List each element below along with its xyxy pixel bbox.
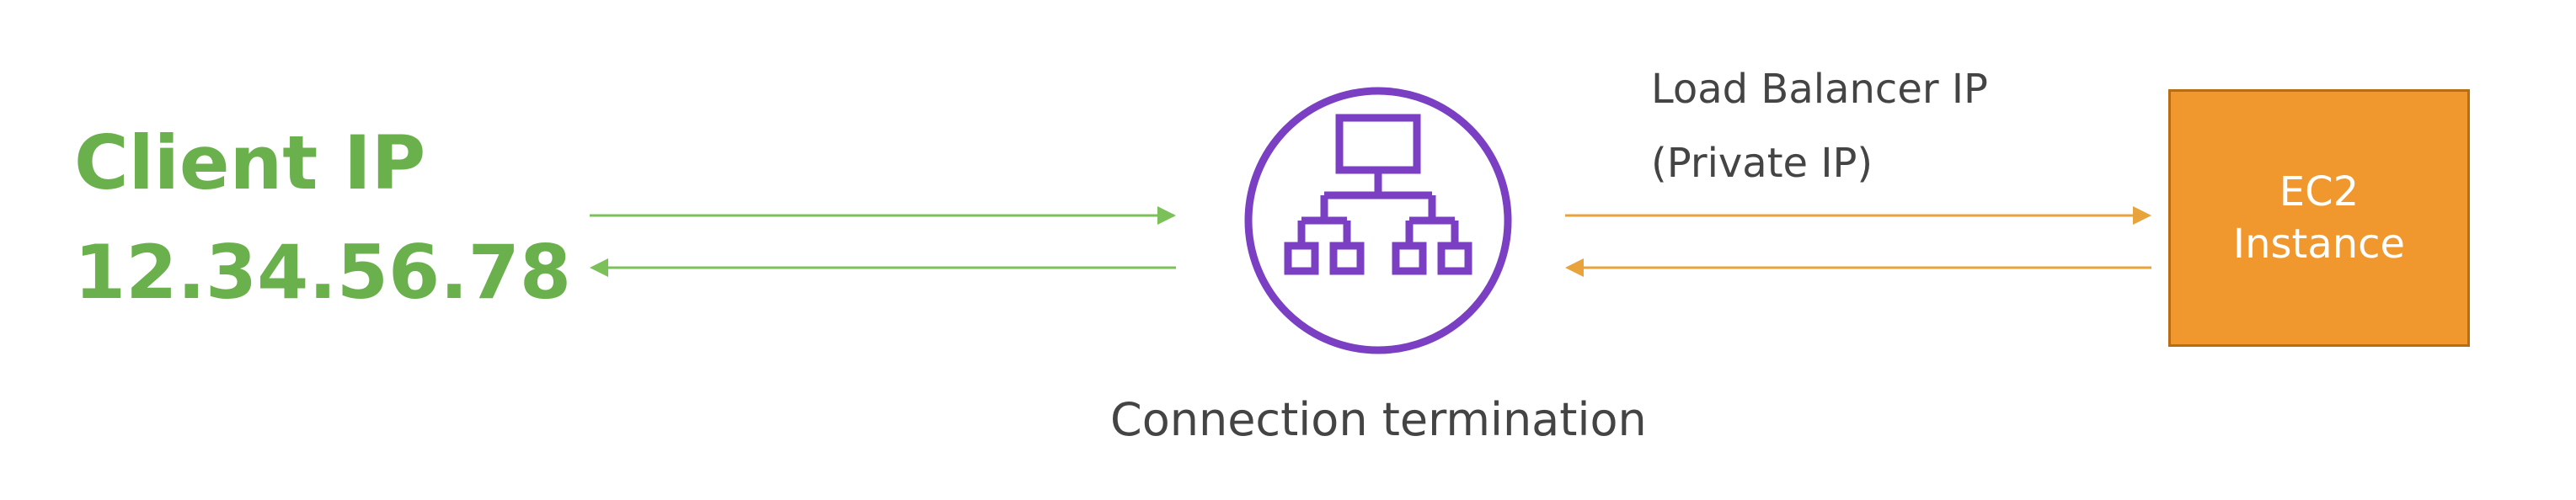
response-arrowhead-ec2-to-lb xyxy=(1565,258,1584,277)
connection-termination-caption: Connection termination xyxy=(1110,393,1647,446)
client-ip-title: Client IP xyxy=(74,120,426,206)
private-ip-label: (Private IP) xyxy=(1651,140,1873,187)
client-ip-address: 12.34.56.78 xyxy=(74,229,572,316)
request-arrowhead-client-to-lb xyxy=(1157,206,1176,225)
request-arrowhead-lb-to-ec2 xyxy=(2133,206,2151,225)
ec2-instance-box: EC2 Instance xyxy=(2168,89,2470,347)
response-arrowhead-lb-to-client xyxy=(590,258,608,277)
instance-label: Instance xyxy=(2232,221,2406,268)
load-balancer-hierarchy-icon xyxy=(1244,87,1512,354)
load-balancer-ip-label: Load Balancer IP xyxy=(1651,66,1988,113)
ec2-label: EC2 xyxy=(2279,168,2360,215)
